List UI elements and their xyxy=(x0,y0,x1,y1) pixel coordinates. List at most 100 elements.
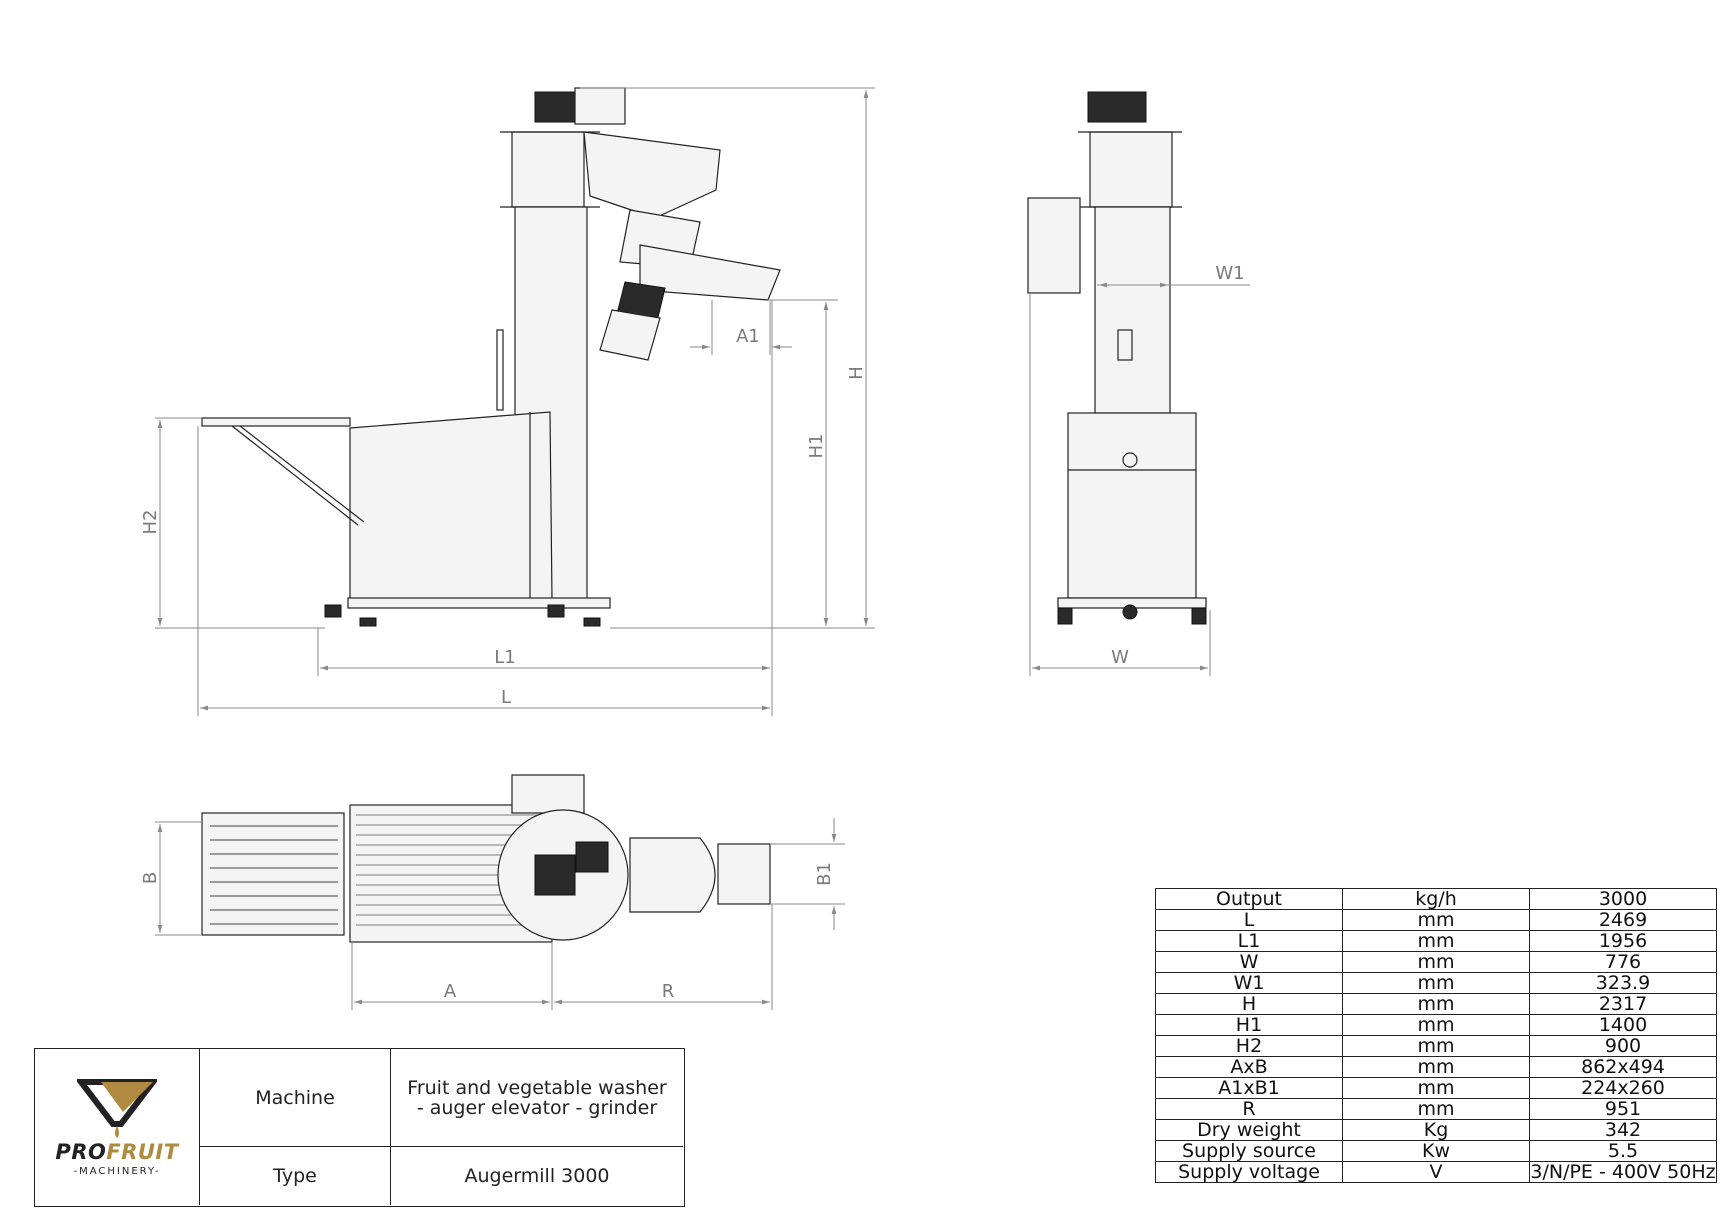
front-column xyxy=(1094,206,1171,414)
spec-value: 2469 xyxy=(1529,909,1717,931)
control-box xyxy=(1027,197,1081,294)
spec-unit: mm xyxy=(1342,993,1530,1015)
spec-value: 1956 xyxy=(1529,930,1717,952)
grinder-motor xyxy=(599,309,661,361)
logo-mark-icon xyxy=(77,1078,157,1138)
front-view-dimensions: W1 W xyxy=(1029,263,1250,676)
top-view-dimensions: B B1 A R xyxy=(140,818,845,1010)
spec-value: 2317 xyxy=(1529,993,1717,1015)
discharge-chute xyxy=(583,131,721,219)
spec-unit: mm xyxy=(1342,1077,1530,1099)
spec-unit: kg/h xyxy=(1342,888,1530,910)
spec-param: Supply source xyxy=(1155,1140,1343,1162)
dim-label-H: H xyxy=(846,366,867,380)
top-infeed xyxy=(201,812,345,936)
company-logo: PROFRUIT -MACHINERY- xyxy=(35,1049,200,1205)
spec-value: 5.5 xyxy=(1529,1140,1717,1162)
machine-label: Machine xyxy=(200,1049,391,1147)
spec-param: R xyxy=(1155,1098,1343,1120)
spec-value: 224x260 xyxy=(1529,1077,1717,1099)
top-motor xyxy=(574,87,626,125)
dim-label-L1: L1 xyxy=(494,647,515,668)
type-label: Type xyxy=(200,1147,391,1205)
front-head xyxy=(1089,131,1173,208)
spec-unit: mm xyxy=(1342,1035,1530,1057)
brand-name: PROFRUIT xyxy=(55,1139,179,1164)
spec-param: W1 xyxy=(1155,972,1343,994)
top-view xyxy=(201,774,771,943)
spec-unit: Kw xyxy=(1342,1140,1530,1162)
spec-unit: mm xyxy=(1342,1056,1530,1078)
spec-value: 3000 xyxy=(1529,888,1717,910)
dim-label-R: R xyxy=(662,981,675,1002)
top-grinder xyxy=(629,837,716,913)
type-value: Augermill 3000 xyxy=(464,1165,610,1187)
washer-tank xyxy=(349,411,553,601)
spec-value: 323.9 xyxy=(1529,972,1717,994)
spec-unit: Kg xyxy=(1342,1119,1530,1141)
front-motor xyxy=(1087,91,1147,123)
spec-value: 342 xyxy=(1529,1119,1717,1141)
spec-unit: mm xyxy=(1342,972,1530,994)
dim-label-H2: H2 xyxy=(140,510,161,535)
elevator-head xyxy=(511,131,585,208)
spec-unit: mm xyxy=(1342,951,1530,973)
spec-value: 862x494 xyxy=(1529,1056,1717,1078)
front-tank xyxy=(1067,412,1197,599)
spec-param: Supply voltage xyxy=(1155,1161,1343,1183)
title-block: PROFRUIT -MACHINERY- Machine Fruit and v… xyxy=(34,1048,685,1207)
spec-param: H2 xyxy=(1155,1035,1343,1057)
dim-label-W1: W1 xyxy=(1215,263,1244,284)
top-control-box xyxy=(511,774,585,814)
spec-param: A1xB1 xyxy=(1155,1077,1343,1099)
spec-unit: mm xyxy=(1342,1098,1530,1120)
grinder-outlet xyxy=(639,244,781,301)
dim-label-H1: H1 xyxy=(806,434,827,459)
spec-unit: mm xyxy=(1342,1014,1530,1036)
spec-param: H1 xyxy=(1155,1014,1343,1036)
spec-param: Dry weight xyxy=(1155,1119,1343,1141)
spec-unit: mm xyxy=(1342,909,1530,931)
spec-param: H xyxy=(1155,993,1343,1015)
spec-param: L xyxy=(1155,909,1343,931)
top-outlet xyxy=(717,843,771,905)
dim-label-B: B xyxy=(140,872,161,884)
spec-value: 900 xyxy=(1529,1035,1717,1057)
brand-subtitle: -MACHINERY- xyxy=(73,1165,161,1177)
top-gear xyxy=(534,854,576,896)
spec-unit: mm xyxy=(1342,930,1530,952)
spec-param: AxB xyxy=(1155,1056,1343,1078)
dim-label-W: W xyxy=(1111,647,1129,668)
top-gear-motor xyxy=(534,91,576,123)
dim-label-A1: A1 xyxy=(736,326,760,347)
dim-label-L: L xyxy=(501,687,511,708)
spec-param: Output xyxy=(1155,888,1343,910)
spec-param: W xyxy=(1155,951,1343,973)
side-view-dimensions: H H1 A1 H2 L1 L xyxy=(140,87,875,716)
machine-value: Fruit and vegetable washer - auger eleva… xyxy=(391,1049,683,1147)
spec-value: 3/N/PE - 400V 50Hz xyxy=(1529,1161,1717,1183)
spec-value: 951 xyxy=(1529,1098,1717,1120)
side-view xyxy=(201,87,781,627)
dim-label-B1: B1 xyxy=(814,862,835,886)
base-frame xyxy=(347,597,611,609)
spec-value: 1400 xyxy=(1529,1014,1717,1036)
front-view xyxy=(1027,91,1207,625)
spec-unit: V xyxy=(1342,1161,1530,1183)
infeed-table xyxy=(201,417,351,427)
